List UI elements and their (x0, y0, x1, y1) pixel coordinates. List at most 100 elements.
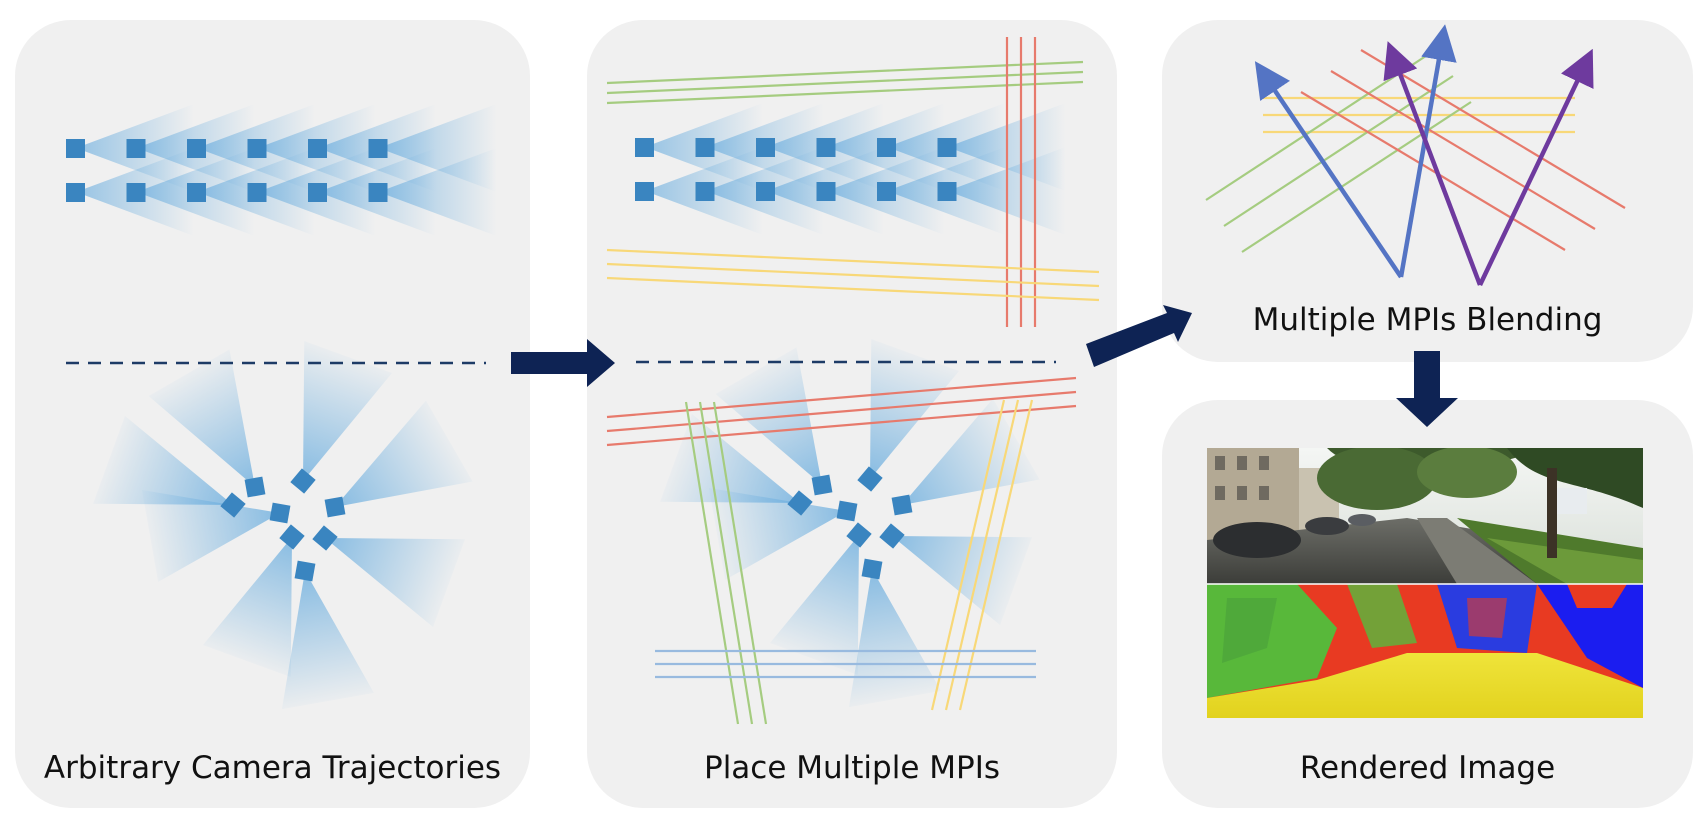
camera-square-icon (324, 496, 346, 518)
camera-square-icon (891, 494, 913, 516)
mpi-plane-line (606, 248, 1100, 274)
mpi-plane-line (606, 404, 1077, 447)
photo-view (1207, 448, 1643, 584)
panel-blending (1162, 20, 1693, 362)
camera-square-icon (811, 474, 833, 496)
segmentation-view (1207, 584, 1643, 718)
camera-frustum-icon (303, 341, 393, 481)
mpi-plane-line (1241, 101, 1472, 253)
camera-square-icon (312, 525, 338, 551)
mpi-plane-line (606, 60, 1084, 85)
camera-square-icon (247, 139, 267, 158)
caption-rendered-image: Rendered Image (1299, 750, 1556, 786)
camera-square-icon (787, 490, 813, 516)
camera-square-icon (937, 182, 957, 201)
blending-illustration (1205, 24, 1626, 286)
caption-multiple-mpis-blending: Multiple MPIs Blending (1252, 302, 1603, 338)
mpi-plane-line (944, 399, 1020, 711)
camera-square-icon (816, 138, 836, 157)
camera-square-icon (187, 183, 206, 202)
camera-frustum-icon (93, 415, 233, 505)
camera-frustum-icon (202, 537, 292, 677)
camera-square-icon (635, 182, 654, 201)
camera-square-icon (279, 524, 305, 550)
camera-frustum-icon (708, 487, 847, 580)
camera-square-icon (220, 492, 246, 518)
camera-square-icon (294, 560, 316, 582)
caption-arbitrary-camera-trajectories: Arbitrary Camera Trajectories (43, 750, 502, 786)
camera-square-icon (308, 139, 327, 158)
camera-square-icon (269, 502, 291, 524)
mpi-plane-line (606, 390, 1077, 433)
camera-square-icon (695, 182, 715, 201)
camera-frustum-icon (281, 571, 374, 710)
camera-square-icon (695, 138, 715, 157)
mpi-plane-line (698, 401, 754, 725)
camera-square-icon (368, 139, 388, 158)
camera-square-icon (861, 558, 883, 580)
flow-arrow-icon (1086, 305, 1192, 367)
camera-frustum-icon (848, 569, 941, 708)
camera-square-icon (635, 138, 654, 157)
mpi-plane-line (712, 401, 768, 725)
mpi-plane-line (606, 80, 1084, 105)
flow-arrow-icon (511, 339, 615, 387)
flow-arrow-icon (1396, 351, 1458, 427)
rendered-image-graphic (1207, 448, 1643, 718)
camera-square-icon (308, 183, 327, 202)
camera-square-icon (247, 183, 267, 202)
camera-square-icon (126, 139, 146, 158)
mpi-plane-line (606, 376, 1077, 419)
caption-place-multiple-mpis: Place Multiple MPIs (704, 750, 1000, 786)
camera-square-icon (877, 182, 896, 201)
view-ray-arrow (1477, 48, 1594, 286)
camera-grid-panel2 (635, 103, 1066, 235)
rendered-image (1207, 448, 1643, 718)
camera-frustum-icon (870, 339, 960, 479)
camera-square-icon (937, 138, 957, 157)
camera-square-icon (816, 182, 836, 201)
trajectory-dividers (66, 360, 1056, 365)
mpi-plane-line (930, 399, 1006, 711)
camera-square-icon (879, 523, 905, 549)
camera-square-icon (126, 183, 146, 202)
camera-frustum-icon (902, 398, 1040, 505)
mpi-plane-line (684, 401, 740, 725)
view-ray-arrow (1398, 24, 1457, 278)
camera-grid-panel1 (66, 104, 497, 236)
camera-frustum-icon (769, 535, 859, 675)
camera-square-icon (290, 468, 316, 494)
mpi-plane-line (1223, 75, 1454, 227)
view-ray-arrow (1254, 61, 1403, 279)
camera-frustum-icon (325, 538, 465, 628)
mpi-plane-line (1300, 91, 1566, 251)
camera-frustum-icon (378, 148, 497, 236)
camera-square-icon (877, 138, 896, 157)
camera-square-icon (368, 183, 388, 202)
camera-frustum-icon (715, 347, 822, 485)
flow-arrows (511, 305, 1458, 427)
mpi-plane-line (1330, 70, 1596, 230)
camera-square-icon (756, 182, 775, 201)
mpi-plane-line (606, 262, 1100, 288)
mpi-plane-line (958, 399, 1034, 711)
camera-square-icon (836, 500, 858, 522)
camera-cluster-panel2 (660, 339, 1040, 708)
camera-square-icon (244, 476, 266, 498)
mpi-plane-line (606, 70, 1084, 95)
camera-square-icon (756, 138, 775, 157)
camera-cluster-panel1 (93, 341, 473, 710)
camera-square-icon (66, 139, 85, 158)
view-ray-arrow (1383, 41, 1483, 286)
mpi-plane-line (606, 276, 1100, 302)
camera-frustum-icon (141, 489, 280, 582)
camera-square-icon (857, 466, 883, 492)
camera-frustum-icon (660, 413, 800, 503)
camera-square-icon (846, 522, 872, 548)
camera-square-icon (66, 183, 85, 202)
mpi-planes (606, 37, 1100, 725)
camera-frustum-icon (148, 349, 255, 487)
camera-square-icon (187, 139, 206, 158)
camera-frustum-icon (335, 400, 473, 507)
